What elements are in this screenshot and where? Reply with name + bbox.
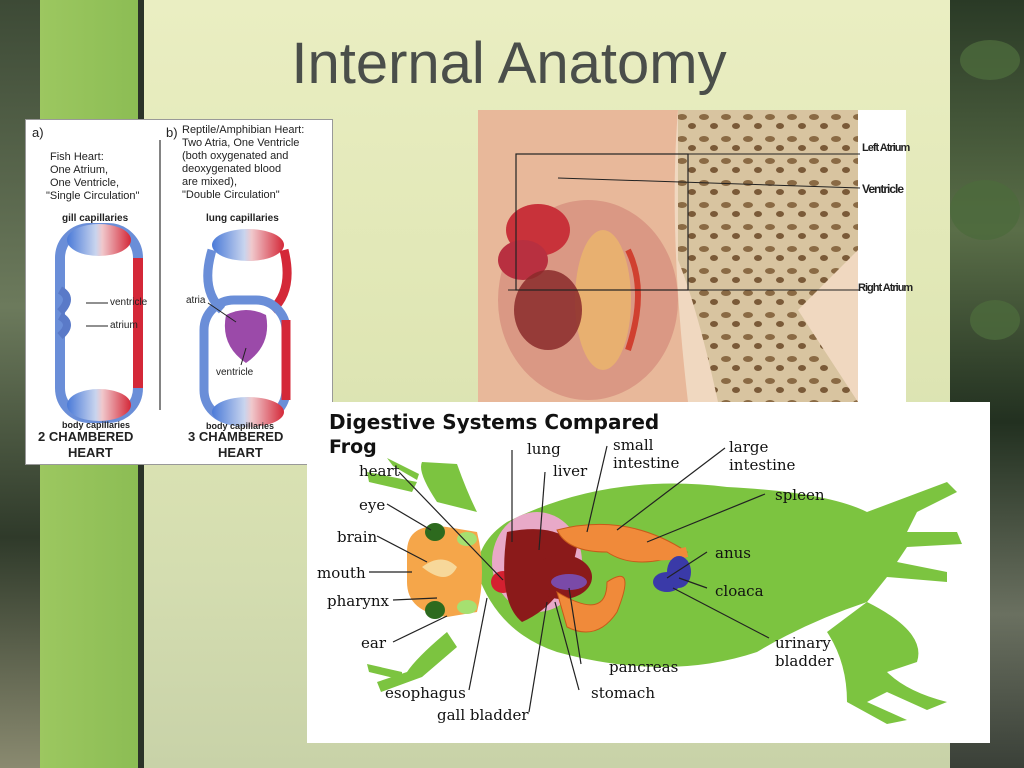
frog-digestive-art xyxy=(367,445,962,724)
ear-label: ear xyxy=(361,634,386,652)
large-intestine-label-2: intestine xyxy=(729,456,796,474)
fish-ventricle-label: ventricle xyxy=(110,297,148,308)
heart-diagram-art xyxy=(55,140,292,427)
gall-bladder-label: gall bladder xyxy=(437,706,529,724)
lung-capillaries-label: lung capillaries xyxy=(206,213,279,224)
amphibian-heart-desc-6: "Double Circulation" xyxy=(182,189,280,201)
amphibian-heart-desc-5: are mixed), xyxy=(182,176,238,188)
digestive-title: Digestive Systems Compared xyxy=(329,410,660,434)
fish-heart-desc-4: "Single Circulation" xyxy=(46,190,140,202)
atria-label: atria xyxy=(186,295,206,306)
amphibian-heart-desc-2: Two Atria, One Ventricle xyxy=(182,137,300,149)
mouth-label: mouth xyxy=(317,564,366,582)
amphibian-heart-desc-4: deoxygenated blood xyxy=(182,163,282,175)
fish-heart-desc-1: Fish Heart: xyxy=(50,151,104,163)
dissection-photo-art xyxy=(478,110,861,402)
esophagus-label: esophagus xyxy=(385,684,466,702)
heart-comparison-diagram: a) Fish Heart: One Atrium, One Ventricle… xyxy=(25,119,333,465)
stomach-label: stomach xyxy=(591,684,655,702)
right-atrium-label: Right Atrium xyxy=(858,282,913,294)
amphibian-heart-desc-3: (both oxygenated and xyxy=(182,150,289,162)
large-intestine-label-1: large xyxy=(729,438,769,456)
amphibian-ventricle-label: ventricle xyxy=(216,367,254,378)
amphibian-body-capillaries-label: body capillaries xyxy=(206,421,275,431)
spleen-label: spleen xyxy=(775,486,825,504)
fish-heart-desc-3: One Ventricle, xyxy=(50,177,120,189)
pharynx-label: pharynx xyxy=(327,592,389,610)
frog-digestive-diagram: Digestive Systems Compared Frog heart ey… xyxy=(307,402,990,743)
small-intestine-label-2: intestine xyxy=(613,454,680,472)
urinary-bladder-label-1: urinary xyxy=(775,634,831,652)
lung-label: lung xyxy=(527,440,561,458)
pancreas-label: pancreas xyxy=(609,658,679,676)
urinary-bladder-label-2: bladder xyxy=(775,652,834,670)
two-chambered-caption-heart: HEART xyxy=(68,445,113,460)
frog-dissection-photo: Left Atrium Ventricle Right Atrium xyxy=(478,110,913,402)
three-chambered-caption-heart: HEART xyxy=(218,445,263,460)
digestive-subtitle: Frog xyxy=(329,436,377,458)
gill-capillaries-label: gill capillaries xyxy=(62,213,129,224)
ventricle-label: Ventricle xyxy=(862,182,904,196)
slide-title: Internal Anatomy xyxy=(291,31,727,96)
three-chambered-caption: 3 CHAMBERED xyxy=(188,429,284,444)
fish-heart-desc-2: One Atrium, xyxy=(50,164,109,176)
fish-body-capillaries-label: body capillaries xyxy=(62,420,131,430)
heart-label: heart xyxy=(359,462,400,480)
fish-atrium-label: atrium xyxy=(110,320,138,331)
anus-label: anus xyxy=(715,544,751,562)
small-intestine-label-1: small xyxy=(613,436,654,454)
amphibian-heart-desc-1: Reptile/Amphibian Heart: xyxy=(182,124,305,136)
panel-a-letter: a) xyxy=(32,125,44,140)
two-chambered-caption: 2 CHAMBERED xyxy=(38,429,134,444)
eye-label: eye xyxy=(359,496,386,514)
liver-label: liver xyxy=(553,462,588,480)
brain-label: brain xyxy=(337,528,378,546)
cloaca-label: cloaca xyxy=(715,582,764,600)
panel-b-letter: b) xyxy=(166,125,178,140)
left-atrium-label: Left Atrium xyxy=(862,142,910,154)
